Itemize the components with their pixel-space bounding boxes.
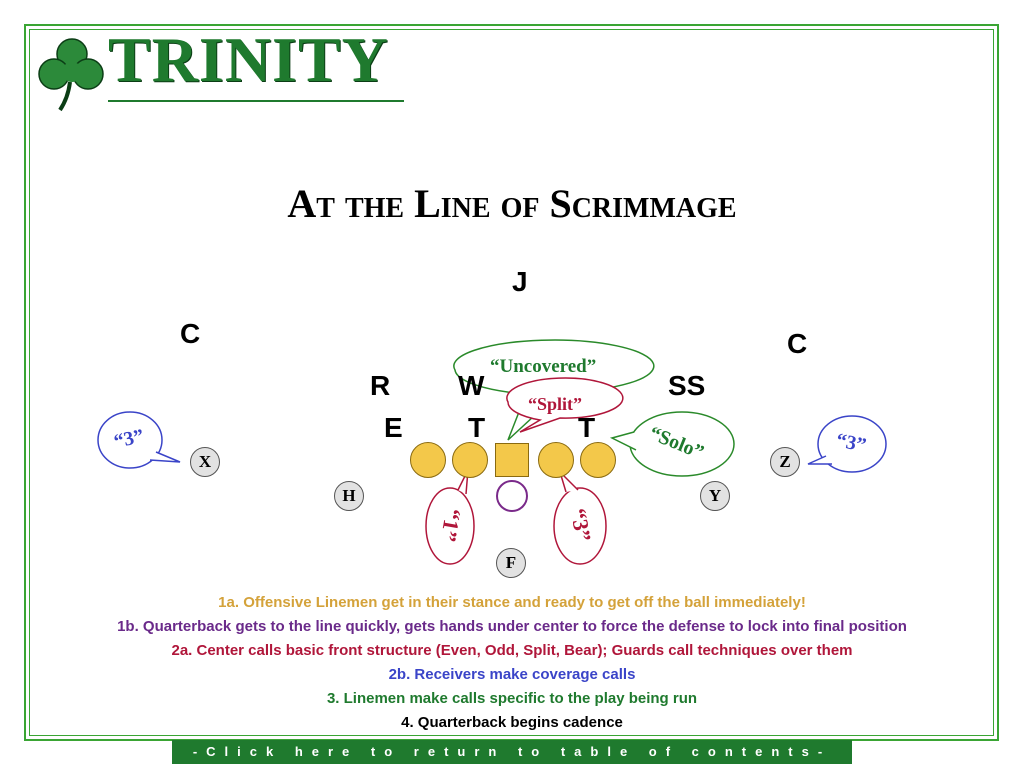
defender-t-right: T bbox=[578, 412, 596, 443]
receiver-x: X bbox=[190, 447, 220, 477]
note-1b: 1b. Quarterback gets to the line quickly… bbox=[117, 618, 907, 635]
defender-r: R bbox=[370, 370, 391, 401]
call-uncovered: “Uncovered” bbox=[490, 356, 597, 377]
brand-name: TRINITY bbox=[108, 24, 389, 95]
defender-c-right: C bbox=[787, 328, 808, 359]
slide-title: At the Line of Scrimmage bbox=[287, 181, 737, 226]
center bbox=[495, 443, 529, 477]
defender-ss: SS bbox=[668, 370, 706, 401]
defender-c-left: C bbox=[180, 318, 201, 349]
bubble-three-right bbox=[817, 415, 887, 473]
brand-underline bbox=[108, 100, 404, 102]
left-guard bbox=[452, 442, 488, 478]
bubble-one-guard bbox=[425, 487, 475, 565]
defender-w: W bbox=[458, 370, 485, 401]
bubble-split bbox=[506, 377, 624, 433]
right-tackle bbox=[580, 442, 616, 478]
defender-j: J bbox=[512, 266, 528, 297]
left-tackle bbox=[410, 442, 446, 478]
coaching-notes: 1a. Offensive Linemen get in their stanc… bbox=[0, 592, 1024, 736]
bubble-three-guard bbox=[553, 487, 607, 565]
back-h: H bbox=[334, 481, 364, 511]
note-2a: 2a. Center calls basic front structure (… bbox=[171, 642, 853, 659]
right-guard bbox=[538, 442, 574, 478]
note-2b: 2b. Receivers make coverage calls bbox=[388, 666, 636, 683]
call-split: “Split” bbox=[528, 394, 583, 414]
receiver-z: Z bbox=[770, 447, 800, 477]
call-three-guard: “3” bbox=[565, 506, 597, 544]
defender-e: E bbox=[384, 412, 403, 443]
bubble-three-left bbox=[97, 411, 163, 469]
fullback-f: F bbox=[496, 548, 526, 578]
note-1a: 1a. Offensive Linemen get in their stanc… bbox=[218, 594, 806, 611]
end-y: Y bbox=[700, 481, 730, 511]
slide-border-inner bbox=[29, 29, 994, 736]
shamrock-icon bbox=[38, 38, 104, 112]
note-4: 4. Quarterback begins cadence bbox=[401, 714, 623, 731]
defender-t: T bbox=[468, 412, 486, 443]
note-3: 3. Linemen make calls specific to the pl… bbox=[326, 690, 698, 707]
table-of-contents-link[interactable]: -Click here to return to table of conten… bbox=[172, 740, 852, 764]
quarterback bbox=[496, 480, 528, 512]
